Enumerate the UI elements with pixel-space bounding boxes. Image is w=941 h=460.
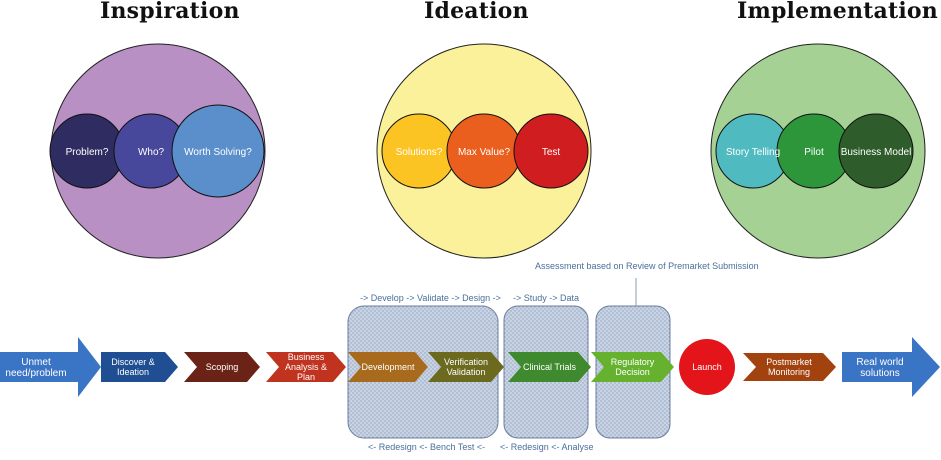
assessment-note: Assessment based on Review of Premarket … (535, 261, 759, 271)
venn-implementation-label-3: Business Model (841, 147, 912, 158)
title-ideation: Ideation (424, 0, 529, 24)
venn-implementation-label-1: Story Telling (726, 147, 780, 158)
step-business-chevron (266, 352, 346, 382)
start-arrow (0, 337, 101, 397)
step-discover-label: Discover &Ideation (111, 357, 155, 377)
step-development-label: Development (361, 362, 415, 372)
step-development-chevron (348, 352, 428, 382)
venn-implementation-circle-3 (838, 113, 914, 189)
postmarket-chevron (743, 353, 836, 381)
end-arrow (842, 337, 940, 397)
step-clinical-chevron (508, 352, 591, 382)
title-implementation: Implementation (737, 0, 938, 24)
step-scoping-chevron (184, 352, 260, 382)
development-loop-top: -> Develop -> Validate -> Design -> (360, 293, 501, 303)
step-clinical-label: Clinical Trials (523, 362, 577, 372)
title-inspiration: Inspiration (100, 0, 240, 24)
venn-inspiration-label-3: Worth Solving? (184, 147, 252, 158)
venn-ideation-label-2: Max Value? (458, 147, 511, 158)
development-loop-bottom: <- Redesign <- Bench Test <- (368, 442, 486, 452)
venn-implementation-label-2: Pilot (804, 147, 824, 158)
step-regulatory-chevron (591, 352, 674, 382)
venn-inspiration-circle-3 (171, 104, 265, 198)
step-scoping-label: Scoping (206, 362, 239, 372)
trials-loop-top: -> Study -> Data (513, 293, 580, 303)
venn-inspiration-label-1: Problem? (66, 147, 109, 158)
venn-inspiration-label-2: Who? (138, 147, 165, 158)
venn-ideation-label-1: Solutions? (396, 147, 443, 158)
launch-circle (679, 339, 735, 395)
step-discover-chevron (101, 352, 178, 382)
launch-label: Launch (692, 362, 722, 372)
step-verification-chevron (428, 352, 504, 382)
venn-ideation-label-3: Test (542, 147, 561, 158)
venn-ideation-circle-3 (513, 113, 589, 189)
trials-loop-bottom: <- Redesign <- Analyse (500, 442, 594, 452)
